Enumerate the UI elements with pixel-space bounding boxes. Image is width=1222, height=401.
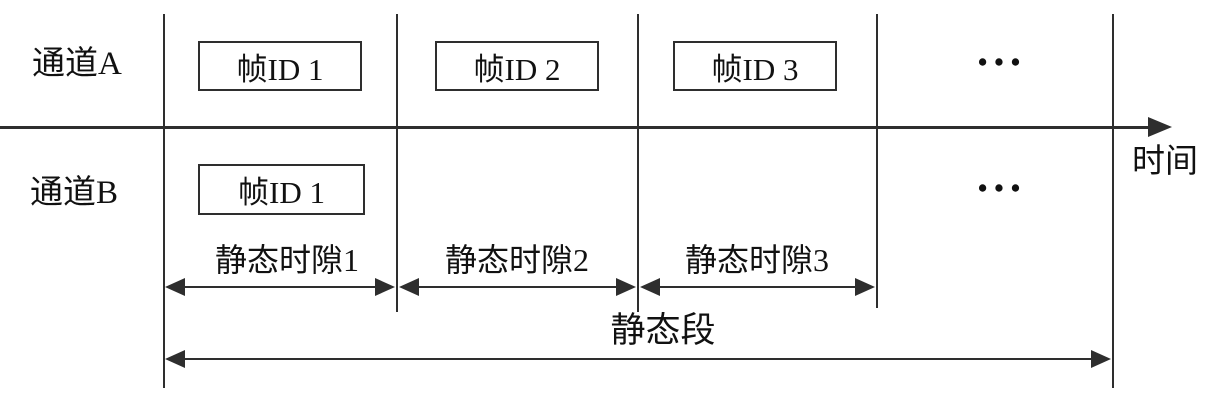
arrowhead-left-icon <box>640 278 660 296</box>
channel-a-ellipsis-icon: ••• <box>977 47 1028 77</box>
slot-3-arrow <box>640 278 875 296</box>
frame-label: 帧ID 1 <box>236 51 324 87</box>
time-axis-label: 时间 <box>1132 144 1198 180</box>
static-segment-label: 静态段 <box>610 311 716 350</box>
frame-box-a1: 帧ID 1 <box>198 41 362 91</box>
boundary-line-1 <box>163 14 165 388</box>
frame-box-a3: 帧ID 3 <box>673 41 837 91</box>
boundary-line-3 <box>637 14 639 312</box>
frame-label: 帧ID 2 <box>473 51 561 87</box>
boundary-line-4 <box>876 14 878 308</box>
arrowhead-right-icon <box>1091 350 1111 368</box>
arrowhead-right-icon <box>616 278 636 296</box>
arrow-shaft <box>660 286 855 288</box>
arrow-shaft <box>185 358 1091 360</box>
arrowhead-right-icon <box>375 278 395 296</box>
slot-1-arrow <box>165 278 395 296</box>
slot-2-label: 静态时隙2 <box>444 242 590 278</box>
arrowhead-right-icon <box>855 278 875 296</box>
channel-b-ellipsis-icon: ••• <box>977 173 1028 203</box>
arrow-shaft <box>185 286 375 288</box>
frame-label: 帧ID 1 <box>238 175 325 210</box>
frame-label: 帧ID 3 <box>711 51 799 87</box>
arrowhead-left-icon <box>399 278 419 296</box>
static-segment-arrow <box>165 350 1111 368</box>
arrowhead-left-icon <box>165 350 185 368</box>
slot-3-label: 静态时隙3 <box>684 242 830 278</box>
frame-box-b1: 帧ID 1 <box>198 164 365 215</box>
slot-2-arrow <box>399 278 636 296</box>
boundary-line-2 <box>396 14 398 312</box>
boundary-line-5 <box>1112 14 1114 388</box>
time-axis-arrowhead-icon <box>1148 117 1172 137</box>
time-axis-line <box>0 126 1148 129</box>
channel-a-label: 通道A <box>32 46 122 82</box>
slot-1-label: 静态时隙1 <box>214 242 360 278</box>
frame-box-a2: 帧ID 2 <box>435 41 599 91</box>
channel-b-label: 通道B <box>30 175 119 211</box>
arrow-shaft <box>419 286 616 288</box>
arrowhead-left-icon <box>165 278 185 296</box>
